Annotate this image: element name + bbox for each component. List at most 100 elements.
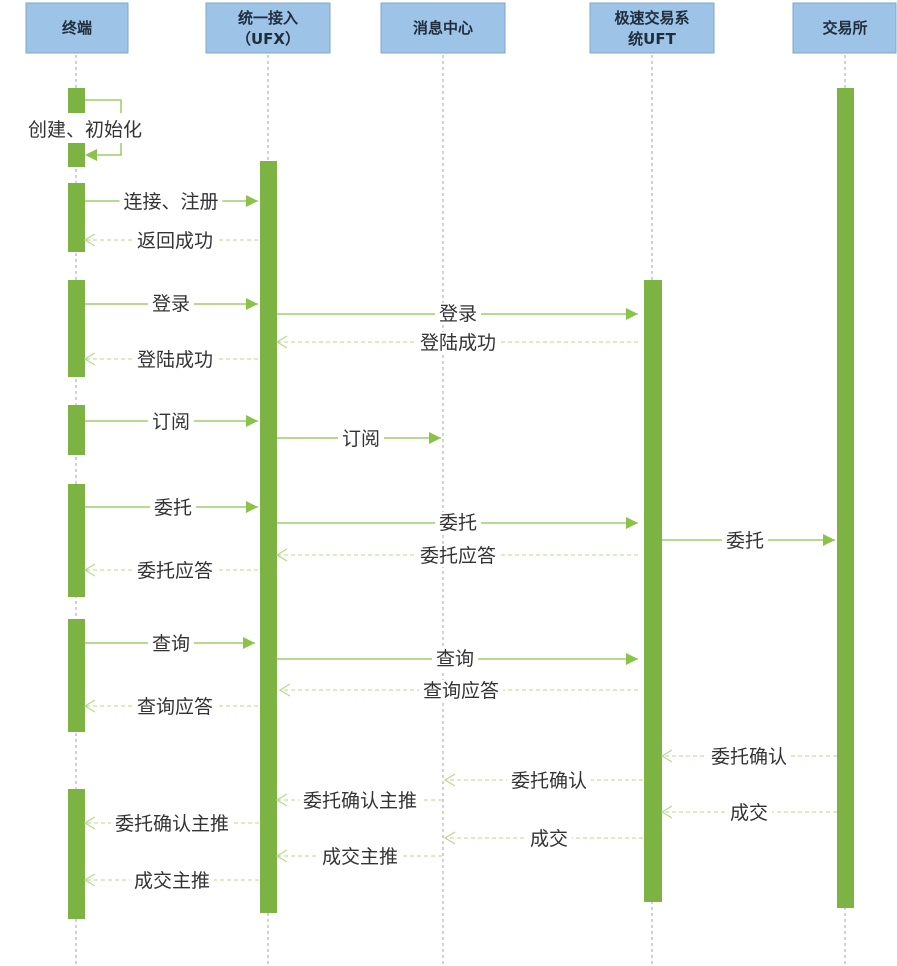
arrow-head-icon (246, 415, 258, 427)
arrow-head-icon (246, 298, 258, 310)
activation-terminal (68, 789, 85, 919)
message-label: 订阅 (342, 428, 380, 450)
label-background (132, 230, 218, 252)
arrow-head-icon (83, 233, 96, 247)
activation-terminal (68, 619, 85, 732)
message-deal-push-ufx: 成交主推 (275, 846, 442, 868)
message-query1: 查询 (85, 633, 255, 655)
activation-terminal (68, 183, 85, 252)
label-background (706, 746, 792, 768)
message-label: 委托确认主推 (303, 790, 417, 812)
label-background (147, 293, 195, 315)
actor-ufx-label-line2: （UFX） (236, 30, 300, 48)
message-label: 订阅 (152, 411, 190, 433)
message-confirm-push-ufx: 委托确认主推 (275, 790, 442, 812)
arrow-head-icon (278, 683, 291, 697)
message-label: 登录 (439, 303, 477, 325)
label-background (415, 545, 501, 567)
message-login1: 登录 (85, 293, 258, 315)
activation-exchange (837, 88, 854, 908)
arrow-head-icon (246, 195, 258, 207)
message-label: 成交 (730, 802, 768, 824)
arrow-head-icon (83, 816, 96, 830)
activation-terminal (68, 484, 85, 597)
actor-exchange-label: 交易所 (822, 19, 867, 37)
message-confirm-ex: 委托确认 (660, 746, 837, 768)
message-label: 创建、初始化 (28, 119, 142, 141)
label-background (119, 191, 223, 213)
label-background (129, 870, 215, 892)
message-sub1: 订阅 (85, 411, 258, 433)
message-self-create: 创建、初始化 (12, 99, 162, 161)
label-background (110, 813, 234, 835)
message-order3: 委托 (662, 530, 835, 552)
activation-terminal (68, 405, 85, 455)
arrow-head-icon (626, 308, 638, 320)
message-label: 登陆成功 (420, 332, 496, 354)
label-background (132, 349, 218, 371)
arrow-head-icon (275, 793, 288, 807)
label-background (149, 497, 197, 519)
label-background (415, 332, 501, 354)
actor-ufx: 统一接入 （UFX） (205, 2, 331, 54)
actor-exchange: 交易所 (792, 2, 897, 54)
message-label: 成交主推 (134, 870, 210, 892)
message-label: 查询应答 (423, 680, 499, 702)
arrow-head-icon (83, 699, 96, 713)
actor-terminal-label: 终端 (62, 19, 92, 37)
message-confirm-uft: 委托确认 (443, 770, 643, 792)
activation-terminal (68, 88, 85, 113)
label-background (431, 648, 479, 670)
label-background (317, 846, 403, 868)
message-order2-resp: 委托应答 (275, 545, 638, 567)
label-background (725, 802, 773, 824)
arrow-head-icon (83, 563, 96, 577)
message-label: 成交主推 (322, 846, 398, 868)
label-background (525, 828, 573, 850)
actor-ufx-label-line1: 统一接入 (238, 9, 298, 27)
message-label: 委托 (439, 512, 477, 534)
arrow-head-icon (83, 352, 96, 366)
message-label: 委托应答 (420, 545, 496, 567)
message-deal-ex: 成交 (660, 802, 837, 824)
message-connect-ok: 返回成功 (83, 230, 258, 252)
message-label: 委托确认主推 (115, 813, 229, 835)
message-label: 查询应答 (137, 696, 213, 718)
label-background (132, 696, 218, 718)
message-order1: 委托 (85, 497, 258, 519)
arrow-head-icon (626, 517, 638, 529)
actor-uft: 极速交易系 统UFT (589, 2, 715, 54)
message-order2: 委托 (277, 512, 638, 534)
activation-terminal (68, 143, 85, 167)
actor-terminal: 终端 (25, 2, 129, 54)
message-label: 成交 (530, 828, 568, 850)
arrow-head-icon (246, 501, 258, 513)
arrow-head-icon (275, 548, 288, 562)
message-query2: 查询 (277, 648, 638, 670)
activation-uft (644, 280, 662, 902)
label-background (337, 428, 385, 450)
message-query2-resp: 查询应答 (278, 680, 638, 702)
arrow-head-icon (660, 805, 673, 819)
message-deal-push-term: 成交主推 (83, 870, 259, 892)
message-label: 返回成功 (137, 230, 213, 252)
message-connect: 连接、注册 (85, 191, 258, 213)
arrow-head-icon (660, 749, 673, 763)
label-background (147, 633, 195, 655)
activation-ufx (260, 161, 277, 913)
message-order1-resp: 委托应答 (83, 560, 258, 582)
activation-terminal (68, 280, 85, 377)
message-label: 委托应答 (137, 560, 213, 582)
message-label: 登陆成功 (137, 349, 213, 371)
message-login2: 登录 (277, 303, 638, 325)
label-background (418, 680, 504, 702)
label-background (721, 530, 769, 552)
actor-uft-label-line1: 极速交易系 (614, 9, 689, 27)
label-background (147, 411, 195, 433)
message-label: 委托确认 (711, 746, 787, 768)
message-label: 委托 (154, 497, 192, 519)
message-deal-uft: 成交 (443, 828, 643, 850)
arrow-head-icon (83, 873, 96, 887)
actor-msg-label: 消息中心 (413, 19, 473, 37)
